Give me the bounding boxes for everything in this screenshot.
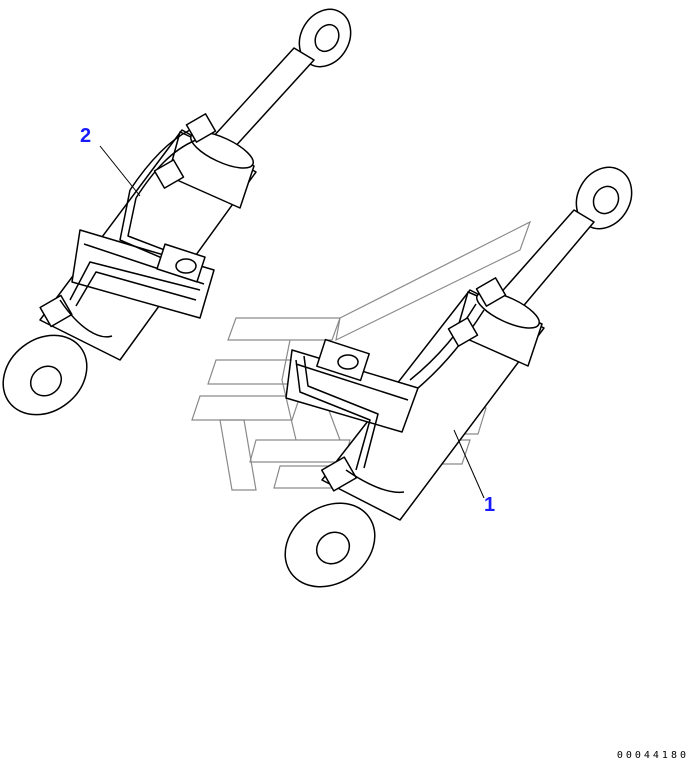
cylinder-assembly-1 — [284, 166, 633, 588]
leader-line-2 — [99, 145, 141, 197]
cylinder-assembly-2 — [2, 8, 352, 416]
callout-1: 1 — [484, 494, 496, 516]
leader-line-1 — [453, 429, 485, 499]
callout-2: 2 — [80, 125, 92, 147]
drawing-number: 00044180 — [616, 750, 689, 761]
leader-lines — [99, 145, 485, 499]
